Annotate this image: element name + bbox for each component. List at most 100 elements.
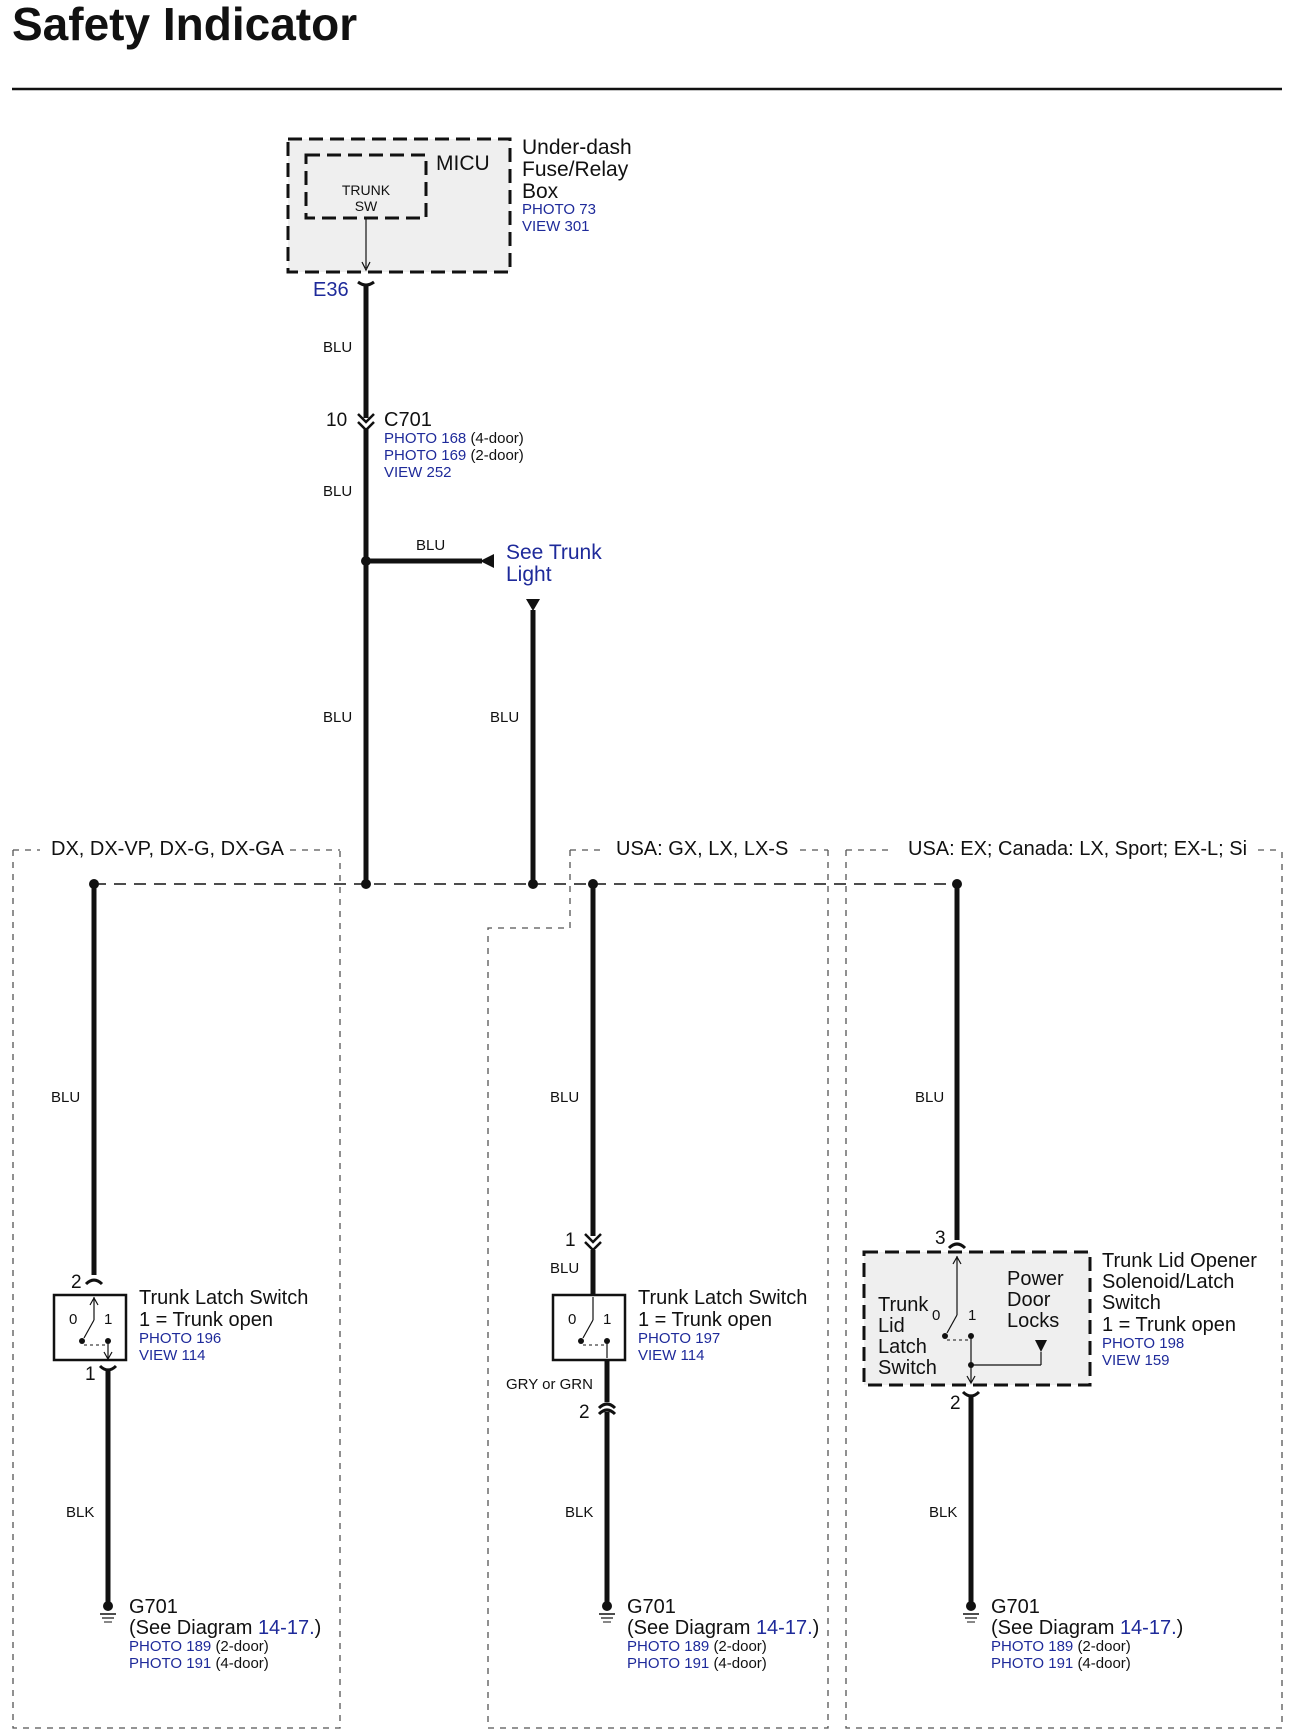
r2-switch-box: 0 1 — [551, 1293, 627, 1362]
r3-view-link[interactable]: VIEW 159 — [1102, 1352, 1170, 1369]
r2-ground-name: G701 — [627, 1596, 676, 1618]
r2-switch-state: 1 = Trunk open — [638, 1309, 772, 1331]
r1-ground-photo-a-link[interactable]: PHOTO 189 — [129, 1638, 211, 1655]
r3-switch-state: 1 = Trunk open — [1102, 1314, 1236, 1336]
r1-ground-see-prefix: (See Diagram — [129, 1617, 258, 1639]
r1-ground-diagram-link[interactable]: 14-17. — [258, 1617, 315, 1639]
wire-label-blu-1: BLU — [323, 339, 352, 356]
r2-ground-icon — [599, 1601, 615, 1623]
bus-dot-2 — [361, 879, 371, 889]
trunk-light-link-1[interactable]: See Trunk — [506, 541, 602, 564]
r3-ground-icon — [963, 1601, 979, 1623]
c701-pin: 10 — [326, 410, 347, 431]
r3-inner-right-2: Door — [1007, 1289, 1051, 1311]
r3-pin-bottom-connector-icon — [961, 1390, 981, 1398]
r3-switch-name-1: Trunk Lid Opener — [1102, 1250, 1257, 1272]
r2-photo-link[interactable]: PHOTO 197 — [638, 1330, 720, 1347]
r2-wire-label-blu: BLU — [550, 1089, 579, 1106]
r3-ground-see-prefix: (See Diagram — [991, 1617, 1120, 1639]
r1-pos1: 1 — [104, 1311, 112, 1328]
micu-photo-link[interactable]: PHOTO 73 — [522, 201, 596, 218]
r3-switch-name-3: Switch — [1102, 1292, 1161, 1314]
r3-inner-left-3: Latch — [878, 1336, 927, 1358]
r3-inner-right-1: Power — [1007, 1268, 1064, 1290]
r3-ground-photo-a-line: PHOTO 189 (2-door) — [991, 1638, 1131, 1655]
r2-view-link[interactable]: VIEW 114 — [638, 1347, 704, 1364]
r3-pos1: 1 — [968, 1307, 976, 1324]
r2-ground-diagram-link[interactable]: 14-17. — [756, 1617, 813, 1639]
r3-pin-bottom: 2 — [950, 1393, 961, 1414]
wire-label-blu-3: BLU — [416, 537, 445, 554]
r2-ground-see-suffix: ) — [813, 1617, 820, 1639]
micu-box: MICU TRUNK SW — [286, 137, 512, 274]
r1-ground-icon — [100, 1601, 116, 1623]
r2-wire-label-gry: GRY or GRN — [506, 1376, 593, 1393]
c701-photo-b-link[interactable]: PHOTO 169 — [384, 447, 466, 464]
r3-wire-label-blk: BLK — [929, 1504, 957, 1521]
region-outlines — [12, 849, 1283, 1729]
micu-box-name-2: Fuse/Relay — [522, 158, 629, 181]
wire-label-blu-4: BLU — [490, 709, 519, 726]
r2-ground-photo-a-note: (2-door) — [713, 1638, 766, 1655]
trunk-light-link-2[interactable]: Light — [506, 563, 552, 586]
arrow-down-icon — [526, 599, 540, 611]
r3-pin-top: 3 — [935, 1228, 946, 1249]
r1-ground-photo-a-note: (2-door) — [215, 1638, 268, 1655]
region-label-usa-gx: USA: GX, LX, LX-S — [616, 838, 788, 860]
r3-pos0: 0 — [932, 1307, 940, 1324]
r1-ground-photo-a-line: PHOTO 189 (2-door) — [129, 1638, 269, 1655]
r1-pin-top-connector-icon — [84, 1278, 104, 1286]
r2-pin-bottom-connector-icon — [597, 1402, 617, 1416]
r1-ground-photo-b-note: (4-door) — [215, 1655, 268, 1672]
r2-ground-see-prefix: (See Diagram — [627, 1617, 756, 1639]
r3-wire-label-blu: BLU — [915, 1089, 944, 1106]
c701-photo-b-line: PHOTO 169 (2-door) — [384, 447, 524, 464]
micu-view-link[interactable]: VIEW 301 — [522, 218, 590, 235]
c701-photo-a-line: PHOTO 168 (4-door) — [384, 430, 524, 447]
trunk-sw-line1: TRUNK — [342, 182, 391, 198]
r3-inner-left-2: Lid — [878, 1315, 905, 1337]
r3-ground-photo-a-note: (2-door) — [1077, 1638, 1130, 1655]
r3-ground-photo-a-link[interactable]: PHOTO 189 — [991, 1638, 1073, 1655]
c701-view-link[interactable]: VIEW 252 — [384, 464, 452, 481]
connector-e36: E36 — [313, 279, 349, 301]
r2-pin-bottom: 2 — [579, 1402, 590, 1423]
r2-ground-photo-b-line: PHOTO 191 (4-door) — [627, 1655, 767, 1672]
r1-pos0: 0 — [69, 1311, 77, 1328]
r1-ground-photo-b-link[interactable]: PHOTO 191 — [129, 1655, 211, 1672]
r2-switch-name: Trunk Latch Switch — [638, 1287, 807, 1309]
r1-wire-label-blu: BLU — [51, 1089, 80, 1106]
r3-ground-diagram-link[interactable]: 14-17. — [1120, 1617, 1177, 1639]
r2-wire-label-blu-short: BLU — [550, 1260, 579, 1277]
r2-ground-photo-a-link[interactable]: PHOTO 189 — [627, 1638, 709, 1655]
r1-view-link[interactable]: VIEW 114 — [139, 1347, 205, 1364]
r2-pin-top: 1 — [565, 1230, 576, 1251]
r1-switch-name: Trunk Latch Switch — [139, 1287, 308, 1309]
region-label-dx: DX, DX-VP, DX-G, DX-GA — [51, 838, 285, 860]
r2-pos1: 1 — [603, 1311, 611, 1328]
r3-inner-right-3: Locks — [1007, 1310, 1059, 1332]
r3-inner-left-1: Trunk — [878, 1294, 929, 1316]
r3-inner-left-4: Switch — [878, 1357, 937, 1379]
r2-pin-top-connector-icon — [584, 1233, 602, 1252]
r3-pin-top-connector-icon — [947, 1242, 967, 1250]
r1-ground-photo-b-line: PHOTO 191 (4-door) — [129, 1655, 269, 1672]
r3-switch-name-2: Solenoid/Latch — [1102, 1271, 1234, 1293]
micu-box-name-1: Under-dash — [522, 136, 632, 159]
arrow-left-icon — [480, 554, 494, 568]
r3-photo-link[interactable]: PHOTO 198 — [1102, 1335, 1184, 1352]
c701-photo-a-note: (4-door) — [470, 430, 523, 447]
r3-ground-photo-b-link[interactable]: PHOTO 191 — [991, 1655, 1073, 1672]
micu-box-name-3: Box — [522, 180, 559, 203]
micu-label: MICU — [436, 152, 490, 175]
bus-dot-3 — [528, 879, 538, 889]
r2-ground-photo-b-link[interactable]: PHOTO 191 — [627, 1655, 709, 1672]
r1-pin-bottom-connector-icon — [98, 1364, 118, 1372]
c701-photo-a-link[interactable]: PHOTO 168 — [384, 430, 466, 447]
r2-pos0: 0 — [568, 1311, 576, 1328]
r1-wire-label-blk: BLK — [66, 1504, 94, 1521]
r1-photo-link[interactable]: PHOTO 196 — [139, 1330, 221, 1347]
r3-ground-name: G701 — [991, 1596, 1040, 1618]
page-title: Safety Indicator — [12, 0, 357, 50]
